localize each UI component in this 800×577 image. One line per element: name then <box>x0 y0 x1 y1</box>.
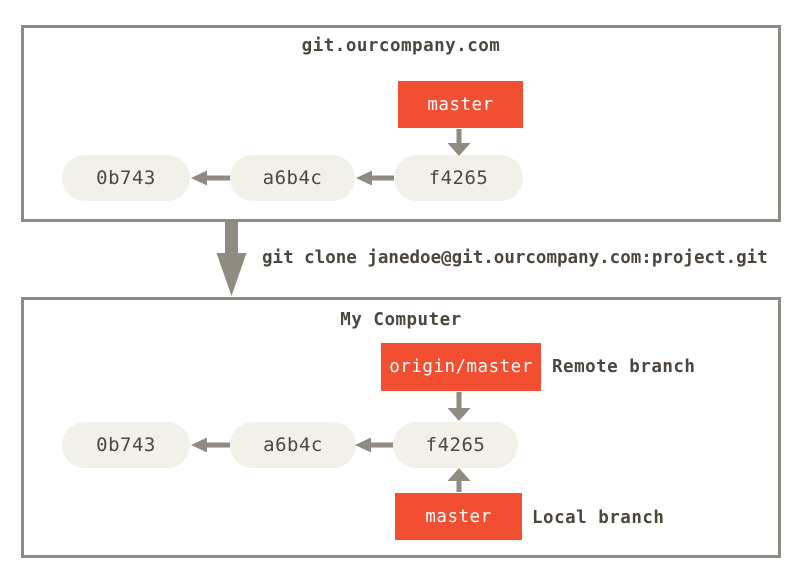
remote-commit-0b743: 0b743 <box>62 155 190 201</box>
remote-commit-f4265: f4265 <box>394 155 523 201</box>
remote-repo-title: git.ourcompany.com <box>301 36 501 56</box>
clone-down-arrow-icon <box>216 222 247 296</box>
local-commit-a6b4c: a6b4c <box>230 422 356 468</box>
remote-repo-box <box>21 25 781 222</box>
local-commit-0b743: 0b743 <box>62 422 190 468</box>
local-repo-box <box>21 297 781 558</box>
remote-master-branch-label: master <box>398 81 523 128</box>
local-repo-title: My Computer <box>340 310 462 330</box>
clone-command-text: git clone janedoe@git.ourcompany.com:pro… <box>262 248 768 268</box>
local-branch-annotation: Local branch <box>532 508 665 528</box>
local-commit-f4265: f4265 <box>393 422 518 468</box>
remote-commit-a6b4c: a6b4c <box>230 155 355 201</box>
local-master-branch-label: master <box>395 493 522 540</box>
origin-master-branch-label: origin/master <box>381 343 541 391</box>
remote-branch-annotation: Remote branch <box>552 357 696 377</box>
